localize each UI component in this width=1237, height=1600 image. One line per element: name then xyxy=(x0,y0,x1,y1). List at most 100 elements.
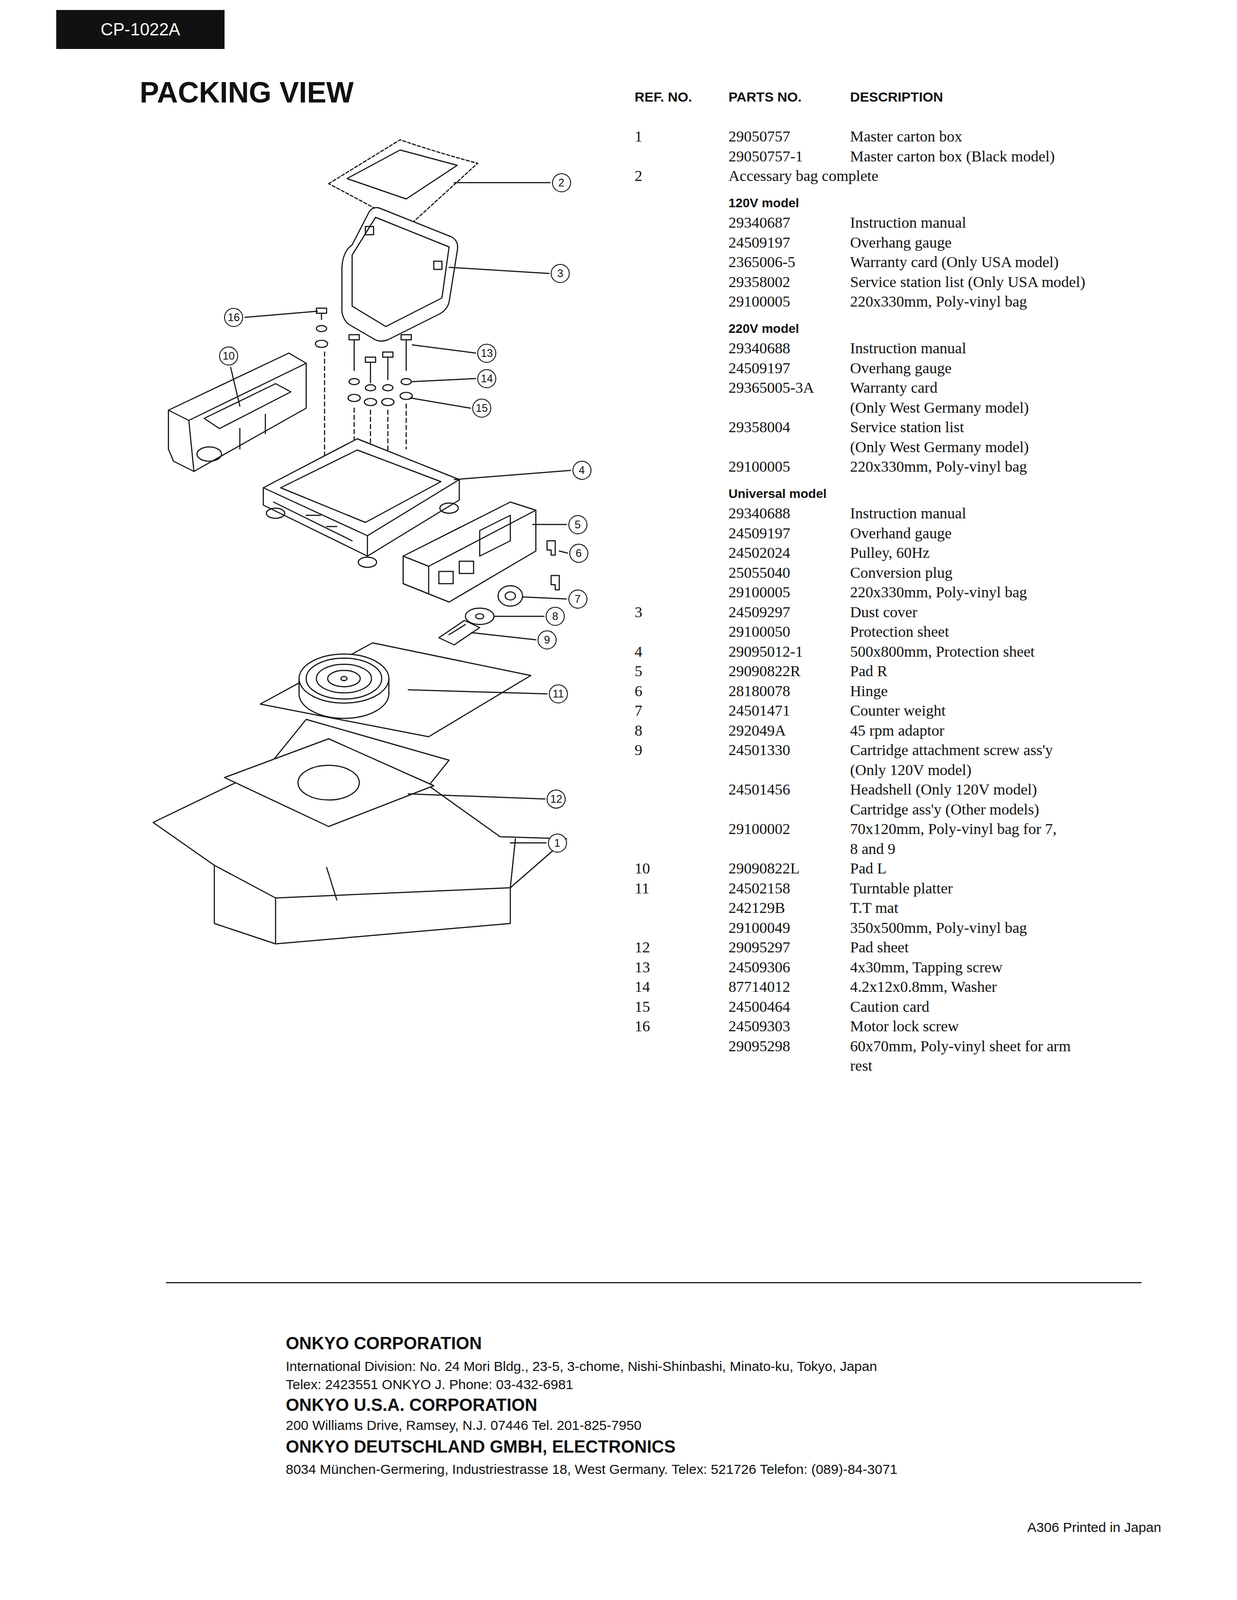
part-number-cell: 29095012-1 xyxy=(728,641,851,662)
table-row: 1029090822LPad L xyxy=(634,858,1086,879)
part-number-cell: 24502158 xyxy=(728,878,851,899)
screws-washers xyxy=(349,334,360,371)
ref-cell: 15 xyxy=(634,997,729,1017)
description: (Only West Germany model) xyxy=(850,399,1029,416)
callout-circle: 6 xyxy=(569,543,589,563)
ref-number: 8 xyxy=(634,722,643,739)
part-number-cell xyxy=(728,397,851,418)
description: Headshell (Only 120V model) xyxy=(850,781,1037,798)
screws-washers xyxy=(364,398,377,406)
table-row: 25055040Conversion plug xyxy=(634,562,1086,583)
part-number: 24509197 xyxy=(728,234,791,251)
platter xyxy=(260,643,531,738)
table-row: 29340688Instruction manual xyxy=(634,338,1086,359)
column-header-text: DESCRIPTION xyxy=(850,89,944,105)
leader-lines xyxy=(230,367,240,407)
ref-number: 1 xyxy=(634,127,643,145)
part-number: 29095297 xyxy=(728,938,791,956)
column-header: PARTS NO. xyxy=(728,88,802,106)
pad-l xyxy=(196,447,222,462)
ref-number: 12 xyxy=(634,938,651,956)
leader-lines xyxy=(412,345,476,354)
part-number: 29100050 xyxy=(728,623,791,641)
title-text: PACKING VIEW xyxy=(139,76,354,109)
screws-washers xyxy=(316,308,328,320)
part-number: 24509297 xyxy=(728,603,791,621)
description: Warranty card xyxy=(850,379,938,397)
part-number: 29050757-1 xyxy=(728,147,803,165)
screws-washers xyxy=(349,378,360,386)
table-row: 24502024Pulley, 60Hz xyxy=(634,542,1086,563)
description-cell: 4.2x12x0.8mm, Washer xyxy=(850,977,997,998)
description: Cartridge attachment screw ass'y xyxy=(850,741,1053,759)
description: Turntable platter xyxy=(850,880,953,897)
description-cell: Service station list (Only USA model) xyxy=(850,272,1086,293)
part-number: 29100002 xyxy=(728,820,791,838)
ref-number: 4 xyxy=(634,643,643,661)
ref-cell xyxy=(634,819,729,859)
table-row: 29050757-1Master carton box (Black model… xyxy=(634,146,1086,167)
part-number: 292049A xyxy=(728,722,787,739)
callout-number: 11 xyxy=(552,687,564,701)
description: (Only 120V model) xyxy=(850,761,972,779)
ref-cell xyxy=(634,562,729,583)
part-number: 29095012-1 xyxy=(728,643,803,661)
page-title: PACKING VIEW xyxy=(139,78,354,108)
part-number-cell: 29100005 xyxy=(728,582,851,603)
part-number: 24500464 xyxy=(728,998,791,1016)
leader-lines xyxy=(449,267,550,274)
description-cell: 70x120mm, Poly-vinyl bag for 7, 8 and 9 xyxy=(850,819,1063,859)
ref-cell xyxy=(634,542,729,563)
model-heading: Universal model xyxy=(728,484,827,504)
ref-cell: 10 xyxy=(634,858,729,879)
description: 220x330mm, Poly-vinyl bag xyxy=(850,458,1027,475)
table-row: 2909529860x70mm, Poly-vinyl sheet for ar… xyxy=(634,1036,1086,1076)
description-cell: Hinge xyxy=(850,681,888,702)
ref-cell xyxy=(634,291,729,312)
table-row: 29340688Instruction manual xyxy=(634,503,1086,524)
screws-washers xyxy=(381,398,395,406)
table-row: 13245093064x30mm, Tapping screw xyxy=(634,957,1086,978)
leader-lines xyxy=(408,689,548,695)
description-cell: 350x500mm, Poly-vinyl bag xyxy=(850,918,1027,939)
description-cell: 220x330mm, Poly-vinyl bag xyxy=(850,582,1027,603)
screws-washers xyxy=(400,378,412,386)
table-row: 24509197Overhand gauge xyxy=(634,523,1086,544)
small-parts xyxy=(551,575,560,591)
part-number-cell: 29100002 xyxy=(728,819,851,859)
footer-text: 200 Williams Drive, Ramsey, N.J. 07446 T… xyxy=(285,1417,642,1434)
screws-washers xyxy=(347,394,361,402)
part-number-cell: 29340687 xyxy=(728,212,851,233)
screws-washers xyxy=(365,384,377,392)
footer-line: Telex: 2423551 ONKYO J. Phone: 03-432-69… xyxy=(285,1377,574,1393)
pad-l xyxy=(239,414,266,450)
leader-lines xyxy=(412,378,476,382)
description: 350x500mm, Poly-vinyl bag xyxy=(850,919,1027,937)
platter xyxy=(260,643,531,738)
ref-cell xyxy=(634,232,729,253)
part-number-cell: 29358004 xyxy=(728,417,851,438)
table-row: 29100005 220x330mm, Poly-vinyl bag xyxy=(634,582,1086,603)
part-number-cell: 24509197 xyxy=(728,232,851,253)
part-number: 29100005 xyxy=(728,583,791,601)
footer-line: 8034 München-Germering, Industriestrasse… xyxy=(285,1461,898,1477)
table-row: 120V model xyxy=(634,193,1086,214)
part-number: 29100005 xyxy=(728,458,791,475)
callout-number: 10 xyxy=(222,349,235,363)
part-number-cell: 29100005 xyxy=(728,291,851,312)
footer-line: 200 Williams Drive, Ramsey, N.J. 07446 T… xyxy=(285,1417,642,1433)
company-name: ONKYO U.S.A. CORPORATION xyxy=(285,1395,538,1416)
part-number-cell: 29340688 xyxy=(728,503,851,524)
carton-box xyxy=(428,786,567,889)
dust-cover xyxy=(365,226,374,235)
turntable xyxy=(280,449,441,523)
footer-text: A306 Printed in Japan xyxy=(1027,1520,1162,1536)
screws-washers xyxy=(365,357,377,383)
part-number: 29090822R xyxy=(728,662,801,680)
ref-number: 16 xyxy=(634,1017,651,1035)
callout-number: 13 xyxy=(480,347,494,360)
ref-number: 14 xyxy=(634,978,651,996)
pad-l xyxy=(168,353,307,472)
ref-cell xyxy=(634,1036,729,1076)
description-cell: Warranty card xyxy=(850,377,938,398)
